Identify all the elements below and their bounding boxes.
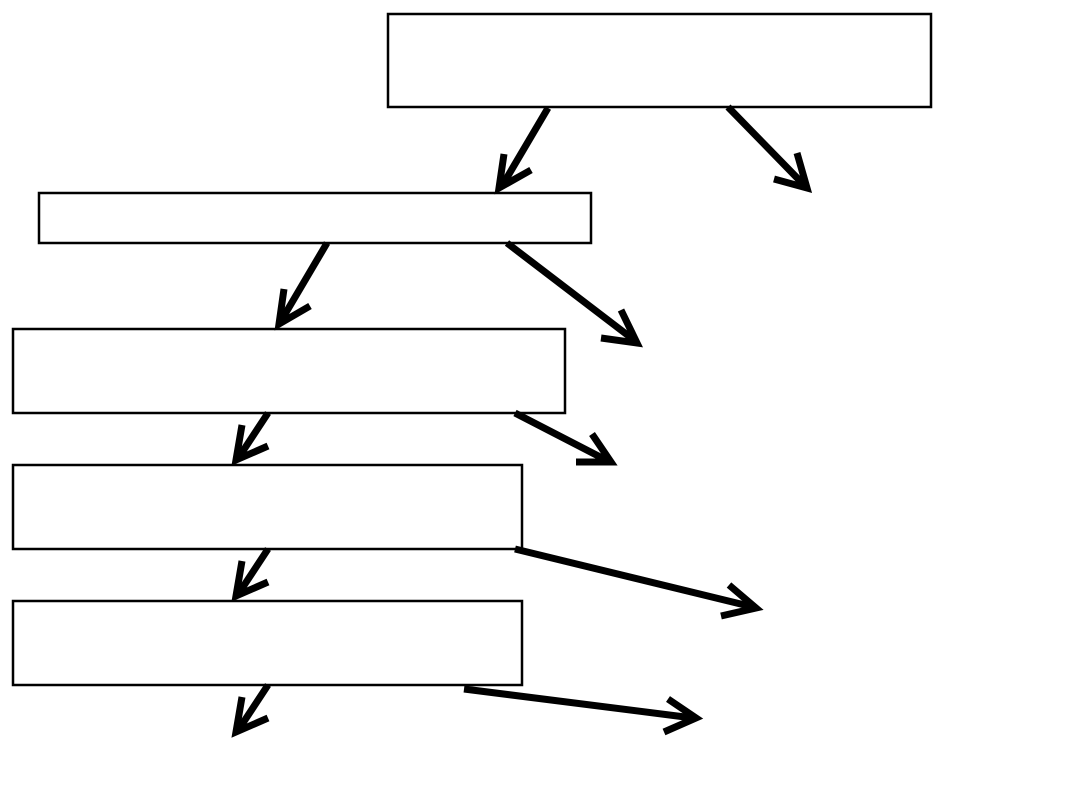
arrow-1-down-right [725, 104, 813, 194]
arrow-3-down-left [231, 411, 271, 466]
arrow-5-right [463, 685, 704, 736]
arrow-4-down-left [231, 547, 271, 602]
box-1 [386, 12, 933, 109]
arrow-3-down-right [513, 409, 618, 466]
arrow-2-down-right [504, 240, 644, 348]
box-3 [11, 327, 567, 415]
box-5 [11, 599, 524, 687]
box-4 [11, 463, 524, 551]
arrow-2-down-left [274, 241, 331, 331]
arrow-1-down-left [494, 106, 552, 195]
arrow-5-down-left [231, 683, 271, 738]
arrow-4-right [514, 545, 764, 620]
box-2 [37, 191, 593, 245]
